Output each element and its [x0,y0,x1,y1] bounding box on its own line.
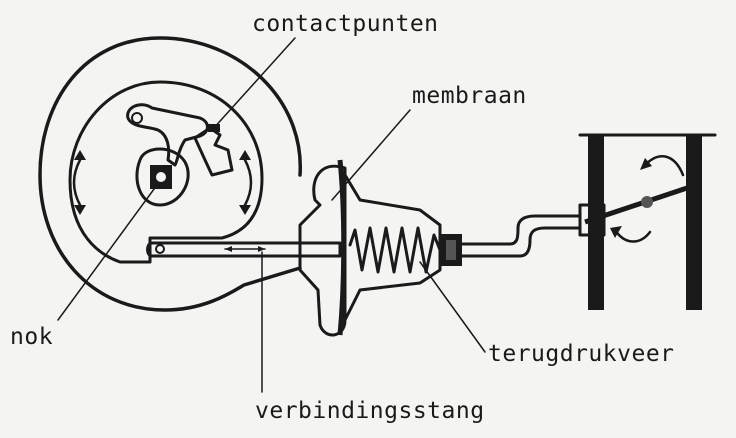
connecting-rod [146,241,342,258]
leader-terugdrukveer [419,261,486,353]
label-contact-points: contactpunten [252,11,439,37]
rotation-arrow-left [72,150,86,215]
leader-lines [57,37,486,393]
cam [135,147,190,207]
rotation-arrow-right [239,150,253,215]
return-spring [348,226,442,274]
label-return-spring: terugdrukveer [488,341,675,367]
contact-points [193,124,234,177]
label-diaphragm: membraan [412,83,527,109]
vacuum-unit [298,164,442,337]
leader-membraan [331,109,411,201]
breaker-arm [126,103,209,167]
vacuum-line [440,214,582,266]
diaphragm [337,159,347,336]
distributor-housing [38,36,302,312]
label-cam: nok [10,324,53,350]
leader-contactpunten [211,37,296,131]
leader-nok [57,184,158,321]
carburettor-throat [578,133,717,310]
label-connecting-rod: verbindingsstang [255,398,485,424]
